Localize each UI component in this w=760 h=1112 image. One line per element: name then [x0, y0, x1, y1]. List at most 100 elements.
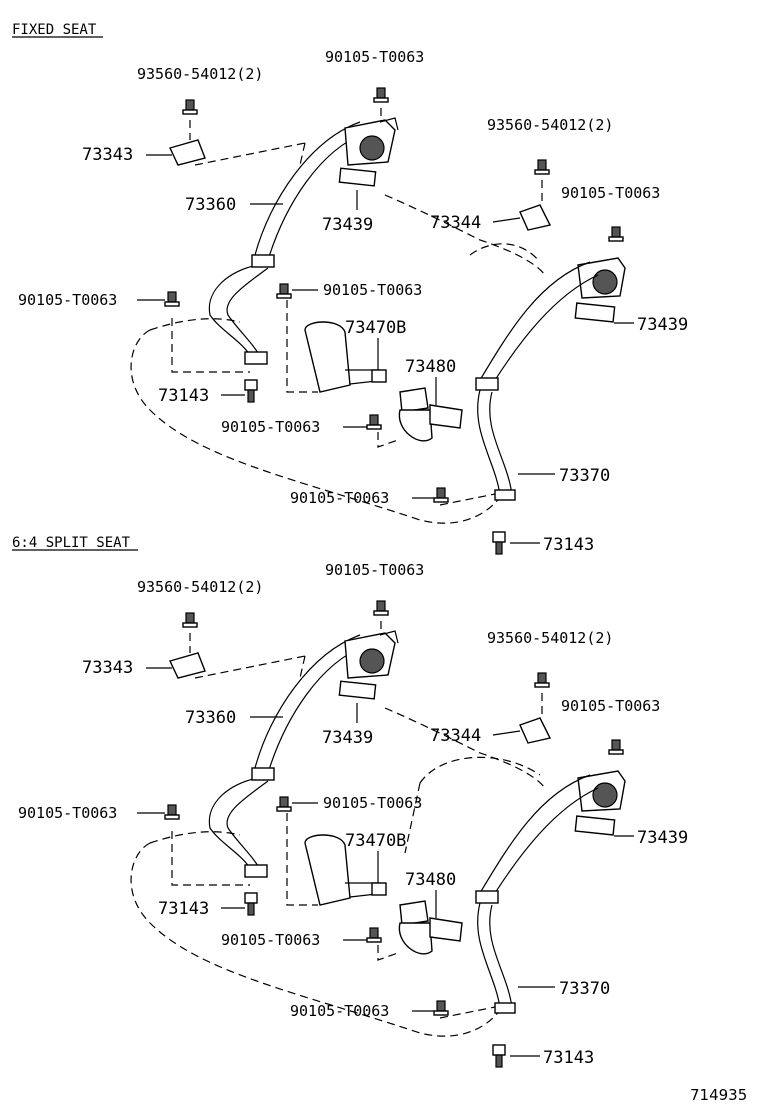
bolt-icon	[608, 739, 624, 755]
label-bolt-mid: 90105-T0063	[323, 281, 422, 299]
label-bolt-lower: 90105-T0063	[221, 931, 320, 949]
label-bolt-top-center: 90105-T0063	[325, 48, 424, 66]
cover-73344	[519, 204, 552, 231]
bolt-icon	[608, 226, 624, 242]
label-anchor-right: 73143	[543, 1048, 594, 1068]
belt-right-lower-2	[489, 904, 513, 1009]
label-buckle: 73480	[405, 357, 456, 377]
belt-right-upper-2	[489, 274, 599, 389]
anchor-bolt-icon	[244, 892, 258, 916]
belt-right-upper	[479, 261, 591, 381]
belt-guide-right	[475, 377, 499, 391]
anchor-bolt-icon	[244, 379, 258, 403]
label-bolt-top-right: 93560-54012(2)	[487, 116, 613, 134]
belt-left-lower	[208, 264, 259, 356]
label-bolt-top-left: 93560-54012(2)	[137, 578, 263, 596]
belt-right-lower-2	[489, 391, 513, 496]
belt-right-lower	[477, 902, 501, 1009]
retractor-right	[577, 257, 626, 299]
label-bolt-right: 90105-T0063	[561, 184, 660, 202]
label-cover-right: 73344	[430, 726, 481, 746]
retractor-top	[344, 117, 399, 166]
bolt-icon	[366, 414, 382, 430]
belt-left-upper	[254, 634, 361, 769]
leader-mid-bolt	[286, 300, 318, 393]
label-bolt-left: 90105-T0063	[18, 291, 117, 309]
leader-lower-bolt	[377, 432, 399, 448]
label-bolt-left: 90105-T0063	[18, 804, 117, 822]
label-cover-left: 73343	[82, 658, 133, 678]
bolt-icon	[276, 283, 292, 299]
buckle-73470b	[304, 834, 387, 906]
label-bolt-bottom: 90105-T0063	[290, 489, 389, 507]
illustration-number: 714935	[690, 1086, 747, 1104]
leader-bottom-bolt	[439, 491, 506, 506]
label-buckle-b: 73470B	[345, 318, 406, 338]
retractor-right	[577, 770, 626, 812]
label-bolt-bottom: 90105-T0063	[290, 1002, 389, 1020]
cover-leader-left2	[299, 655, 306, 679]
label-bolt-mid: 90105-T0063	[323, 794, 422, 812]
bolt-icon	[164, 291, 180, 307]
belt-guide-left	[251, 254, 275, 268]
leader-left-bolt	[171, 831, 250, 886]
bolt-icon	[366, 927, 382, 943]
label-cover-right: 73344	[430, 213, 481, 233]
bolt-icon	[276, 796, 292, 812]
section-split-seat: 6:4 SPLIT SEAT	[12, 535, 688, 1068]
pad-top	[338, 680, 377, 700]
bolt-icon	[182, 612, 198, 628]
belt-guide-left	[251, 767, 275, 781]
belt-right-upper-2	[489, 787, 599, 902]
label-buckle-b: 73470B	[345, 831, 406, 851]
label-anchor-left: 73143	[158, 899, 209, 919]
label-pad-right: 73439	[637, 315, 688, 335]
bolt-icon	[182, 99, 198, 115]
pad-top	[338, 167, 377, 187]
buckle-73470b	[304, 321, 387, 393]
label-anchor-left: 73143	[158, 386, 209, 406]
bolt-icon	[164, 804, 180, 820]
anchor-bolt-icon	[492, 531, 506, 555]
leader-bottom-bolt	[439, 1004, 506, 1019]
anchor-plate-left	[244, 864, 268, 878]
belt-left-lower	[208, 777, 259, 869]
label-bolt-top-right: 93560-54012(2)	[487, 629, 613, 647]
section-title: FIXED SEAT	[12, 22, 97, 38]
cover-73344	[519, 717, 552, 744]
bolt-icon	[534, 159, 550, 175]
retractor-top	[344, 630, 399, 679]
belt-left-lower-2	[226, 780, 269, 874]
belt-right-lower	[477, 389, 501, 496]
label-belt-left: 73360	[185, 195, 236, 215]
leader-mid-bolt	[286, 813, 318, 906]
cover-leader-left	[194, 655, 306, 679]
bolt-icon	[433, 1000, 449, 1016]
split-line	[404, 782, 421, 854]
cover-leader-left2	[299, 142, 306, 166]
bolt-icons	[164, 600, 624, 1068]
bolt-icon	[373, 87, 389, 103]
pad-right	[574, 815, 616, 836]
label-bolt-right: 90105-T0063	[561, 697, 660, 715]
belt-left-lower-2	[226, 267, 269, 361]
belt-right-upper	[479, 774, 591, 894]
buckle-73480	[398, 900, 463, 955]
belt-guide-right	[475, 890, 499, 904]
seat-outline-top	[149, 318, 241, 331]
label-buckle: 73480	[405, 870, 456, 890]
bolt-icon	[534, 672, 550, 688]
anchor-plate-right	[494, 1002, 516, 1014]
belt-left-upper	[254, 121, 361, 256]
cover-73343	[169, 652, 206, 679]
label-bolt-top-left: 93560-54012(2)	[137, 65, 263, 83]
leader-left-bolt	[171, 318, 250, 373]
label-cover-left: 73343	[82, 145, 133, 165]
label-pad-top: 73439	[322, 215, 373, 235]
anchor-plate-left	[244, 351, 268, 365]
buckle-73480	[398, 387, 463, 442]
seatback-outline	[384, 707, 546, 789]
bolt-icon	[373, 600, 389, 616]
